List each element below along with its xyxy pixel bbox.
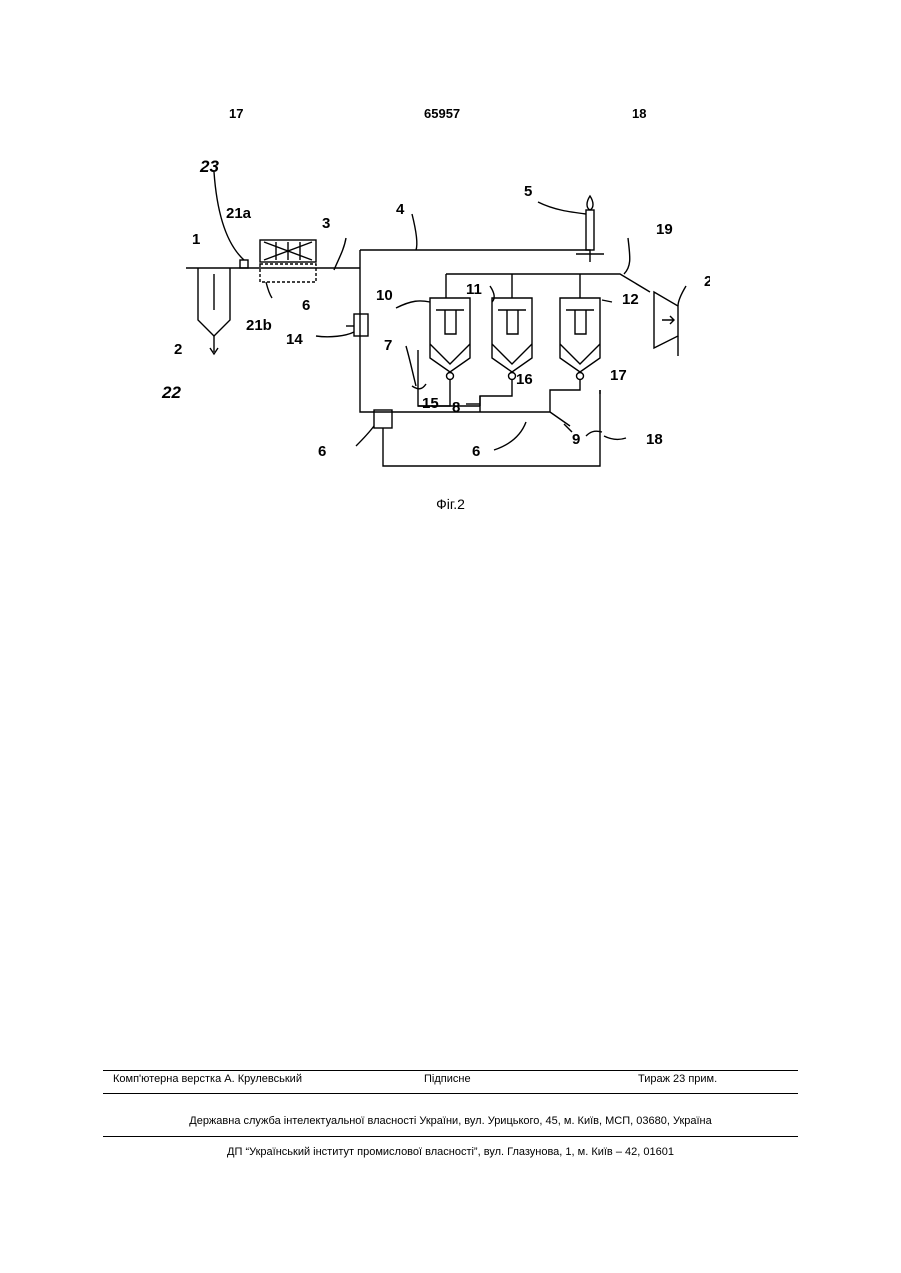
heat-exchanger-21b <box>260 264 316 282</box>
label-6-bottom: 6 <box>318 443 326 460</box>
label-14: 14 <box>286 331 303 348</box>
footer-rule-bottom <box>103 1136 798 1137</box>
footer-office: Державна служба інтелектуальної власност… <box>0 1115 901 1127</box>
process-flow-diagram: 1 2 3 4 5 6 7 8 9 10 11 12 14 15 16 17 1… <box>150 150 710 490</box>
label-20: 20 <box>704 273 710 290</box>
label-7: 7 <box>384 337 392 354</box>
reactor-11 <box>492 298 532 380</box>
label-6-top: 6 <box>302 297 310 314</box>
label-1: 1 <box>192 231 200 248</box>
label-9: 9 <box>572 431 580 448</box>
label-17: 17 <box>610 367 627 384</box>
label-3: 3 <box>322 215 330 232</box>
label-4: 4 <box>396 201 405 218</box>
footer-signed: Підписне <box>424 1073 471 1085</box>
label-11: 11 <box>466 281 482 298</box>
label-5: 5 <box>524 183 532 200</box>
patent-number: 65957 <box>424 106 460 121</box>
label-10: 10 <box>376 287 393 304</box>
label-8: 8 <box>452 399 460 416</box>
footer-circulation: Тираж 23 прим. <box>638 1073 717 1085</box>
return-line-6 <box>370 412 570 426</box>
label-15: 15 <box>422 395 439 412</box>
page-number-right: 18 <box>632 106 646 121</box>
figure-caption: Фіг.2 <box>0 496 901 512</box>
label-22: 22 <box>161 383 181 402</box>
label-21a: 21a <box>226 205 252 222</box>
page-number-left: 17 <box>229 106 243 121</box>
flare-stack <box>586 210 594 250</box>
footer-rule-mid <box>103 1093 798 1094</box>
label-12: 12 <box>622 291 639 308</box>
label-6-mid: 6 <box>472 443 480 460</box>
reactor-10 <box>430 298 470 380</box>
footer-typesetting: Комп'ютерна верстка А. Крулевський <box>113 1073 302 1085</box>
unit-14 <box>354 314 368 336</box>
footer-institute: ДП “Український інститут промислової вла… <box>0 1146 901 1158</box>
label-23: 23 <box>199 157 219 176</box>
label-19: 19 <box>656 221 673 238</box>
label-18: 18 <box>646 431 663 448</box>
label-16: 16 <box>516 371 533 388</box>
label-2: 2 <box>174 341 182 358</box>
label-21b: 21b <box>246 317 272 334</box>
footer-rule-top <box>103 1070 798 1071</box>
reactor-12 <box>560 298 600 380</box>
